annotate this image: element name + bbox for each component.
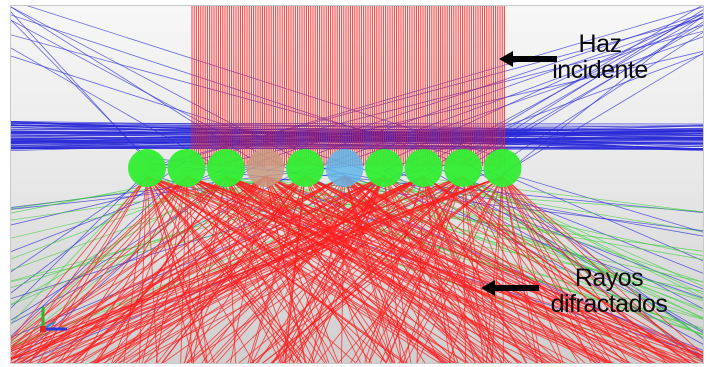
sphere xyxy=(207,149,245,187)
sphere xyxy=(128,149,166,187)
sphere xyxy=(246,149,285,187)
diffracted-rays-label: Rayos difractados xyxy=(550,264,668,318)
sphere-row xyxy=(128,149,522,187)
arrow-left-icon xyxy=(499,51,557,67)
3d-viewport[interactable]: Haz incidente Rayos difractados xyxy=(10,5,704,364)
sphere xyxy=(365,149,403,187)
sphere xyxy=(167,149,206,187)
xyz-axes-icon xyxy=(40,307,67,332)
sphere xyxy=(404,149,443,187)
diffracted-rays xyxy=(11,175,703,363)
sphere xyxy=(444,149,482,187)
sphere xyxy=(325,149,364,187)
incident-beam xyxy=(191,6,505,166)
arrow-left-icon xyxy=(481,280,539,296)
sphere xyxy=(483,149,522,187)
incident-beam-label: Haz incidente xyxy=(552,30,648,84)
sphere xyxy=(286,149,324,187)
ray-trace-scene xyxy=(11,6,703,363)
